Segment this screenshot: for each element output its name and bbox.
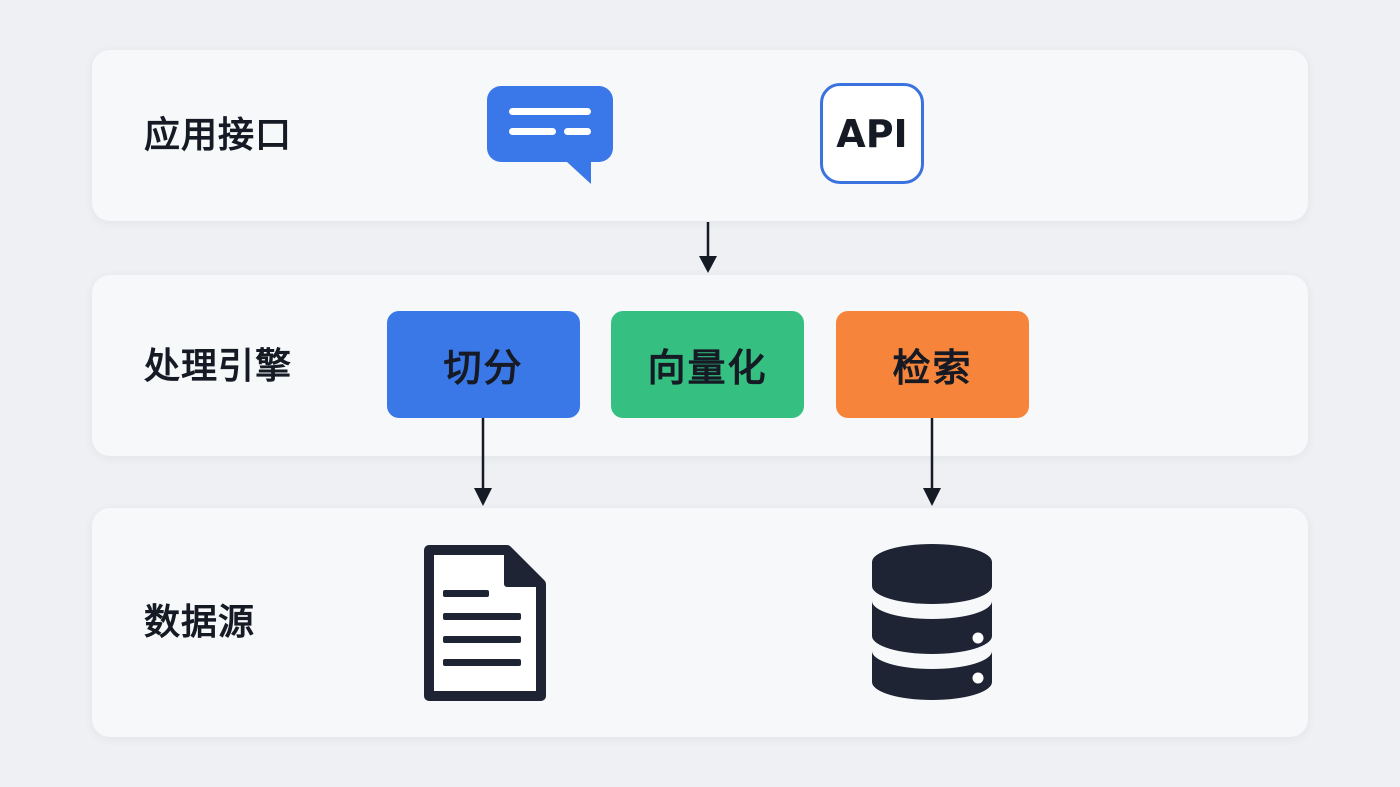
document-icon [424,545,546,701]
stage-split: 切分 [387,311,580,418]
processing-layer-title: 处理引擎 [144,346,293,387]
application-layer-title: 应用接口 [144,115,293,156]
data-source-layer-title: 数据源 [144,602,256,643]
database-icon [872,544,992,700]
arrow-split-to-document [474,418,492,506]
stage-vectorize: 向量化 [611,311,804,418]
api-badge: API [820,83,924,184]
application-layer-panel: 应用接口 API [92,50,1308,221]
stage-retrieve: 检索 [836,311,1029,418]
arrow-app-to-processing [699,222,717,273]
chat-bubble-icon [487,86,613,184]
processing-layer-panel: 处理引擎 切分 向量化 检索 [92,275,1308,456]
data-source-layer-panel: 数据源 [92,508,1308,737]
arrow-retrieve-to-database [923,418,941,506]
